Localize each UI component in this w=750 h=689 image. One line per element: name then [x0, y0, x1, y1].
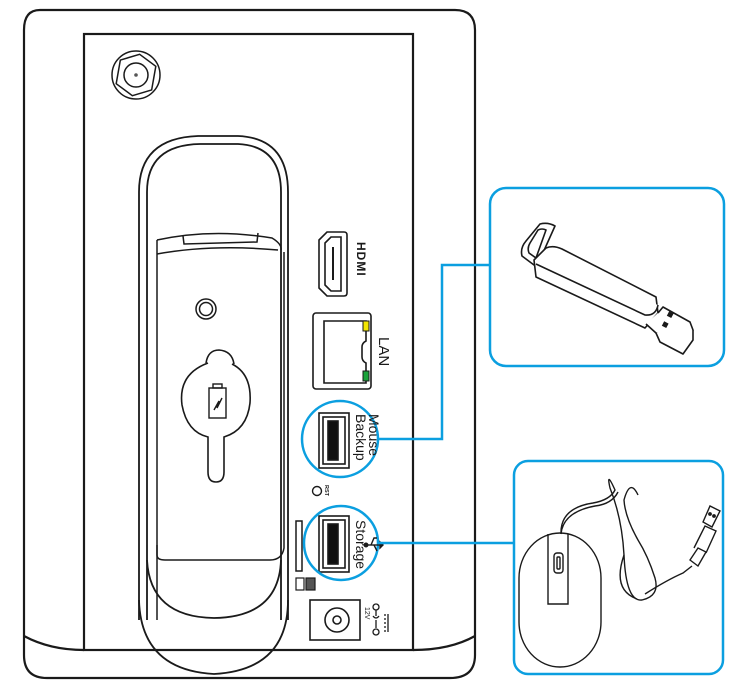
mouse-callout	[512, 459, 725, 676]
rear-panel	[82, 32, 415, 652]
mouse-label: Mouse	[366, 414, 382, 456]
flash-drive-connector-line	[378, 263, 490, 441]
antenna-connector-icon	[111, 50, 161, 100]
cover-screw-icon	[195, 298, 217, 320]
usb-port-storage	[318, 515, 350, 573]
hdmi-label: HDMI	[354, 242, 368, 277]
power-label: 12V	[363, 607, 370, 620]
usb-flash-drive-icon	[520, 222, 694, 355]
battery-compartment	[138, 135, 289, 675]
battery-charging-icon	[208, 383, 227, 419]
hdmi-port	[318, 231, 348, 297]
lan-label: LAN	[375, 337, 392, 366]
reset-label: RST	[323, 485, 329, 497]
sd-card-icon	[295, 577, 316, 591]
lan-activity-led	[362, 320, 370, 332]
battery-cover	[156, 232, 285, 620]
reset-button[interactable]: RST	[311, 485, 330, 497]
reset-pinhole-icon	[311, 485, 323, 497]
callout-connectors	[378, 263, 514, 545]
dc-polarity-icon	[372, 603, 389, 636]
usb-mouse-icon	[518, 478, 721, 668]
power-jack	[309, 599, 361, 641]
lan-port	[312, 312, 372, 390]
lan-link-led	[362, 370, 370, 382]
sd-card-slot	[295, 520, 303, 572]
device-body	[22, 8, 477, 680]
usb-port-mouse-backup	[318, 412, 350, 469]
flash-drive-callout	[488, 186, 726, 368]
backup-label: Backup	[353, 414, 369, 461]
storage-label: Storage	[353, 520, 369, 569]
battery-release-tab	[180, 349, 251, 483]
